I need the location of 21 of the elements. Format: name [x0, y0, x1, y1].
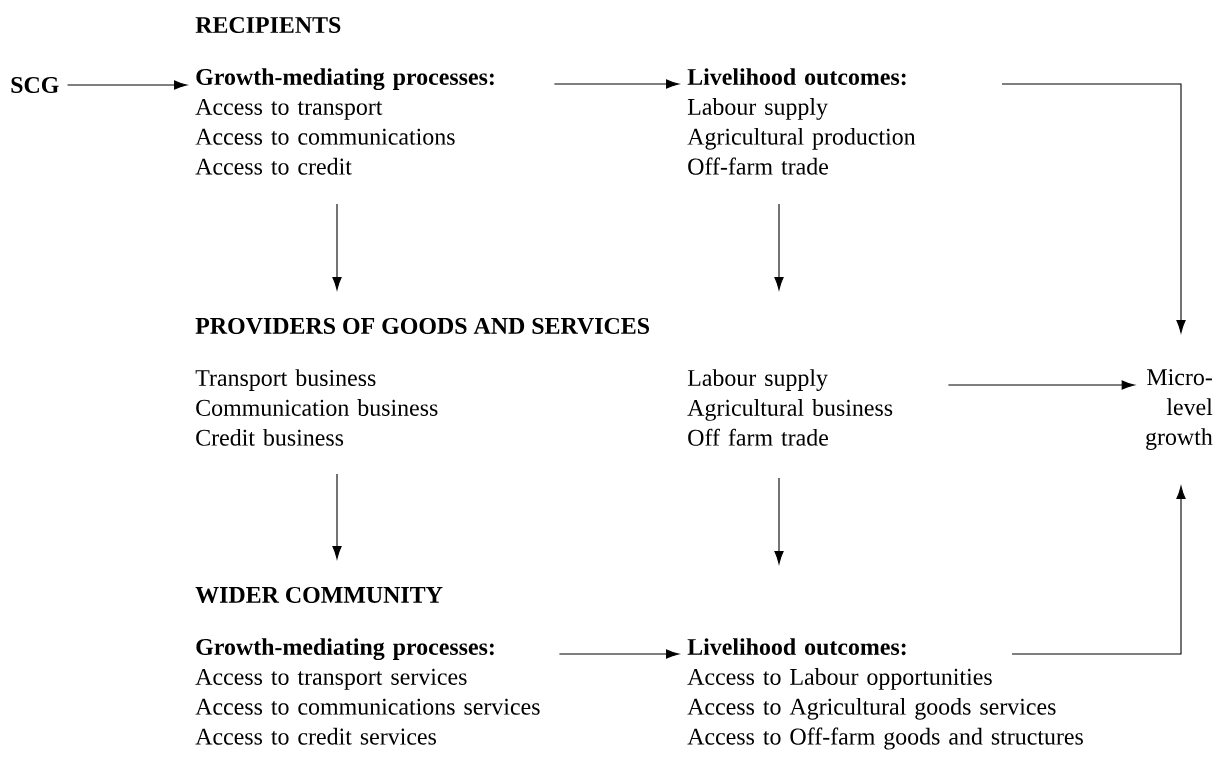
flow-text: Growth-mediating processes: Access to transport Access to communications Access to credit	[195, 68, 494, 175]
arrow	[67, 80, 188, 90]
section-heading: PROVIDERS OF GOODS AND SERVICES	[195, 317, 649, 335]
flow-text: Transport business Communication business Credit business	[195, 369, 438, 446]
source-label: SCG	[11, 76, 59, 94]
flow-text: Livelihood outcomes: Access to Labour opportunities Access to Agricultural goods services Access to Off-farm goods and structures	[687, 638, 1083, 750]
section-heading: RECIPIENTS	[195, 16, 341, 34]
arrow	[332, 473, 342, 559]
flow-text: Livelihood outcomes: Labour supply Agricultural production Off-farm trade	[687, 68, 916, 175]
flow-text: Micro-level growth	[1146, 369, 1213, 450]
arrow	[1011, 486, 1186, 655]
arrow	[774, 203, 784, 291]
section-heading: WIDER COMMUNITY	[195, 586, 443, 604]
flow-text: Growth-mediating processes: Access to transport services Access to communications services Access to credit services	[195, 638, 540, 745]
arrow	[1001, 83, 1186, 334]
arrow	[558, 649, 680, 659]
arrow	[332, 203, 342, 291]
arrow	[774, 477, 784, 564]
arrow	[553, 79, 680, 89]
arrow	[947, 380, 1135, 390]
flow-text: Labour supply Agricultural business Off farm trade	[687, 369, 893, 446]
